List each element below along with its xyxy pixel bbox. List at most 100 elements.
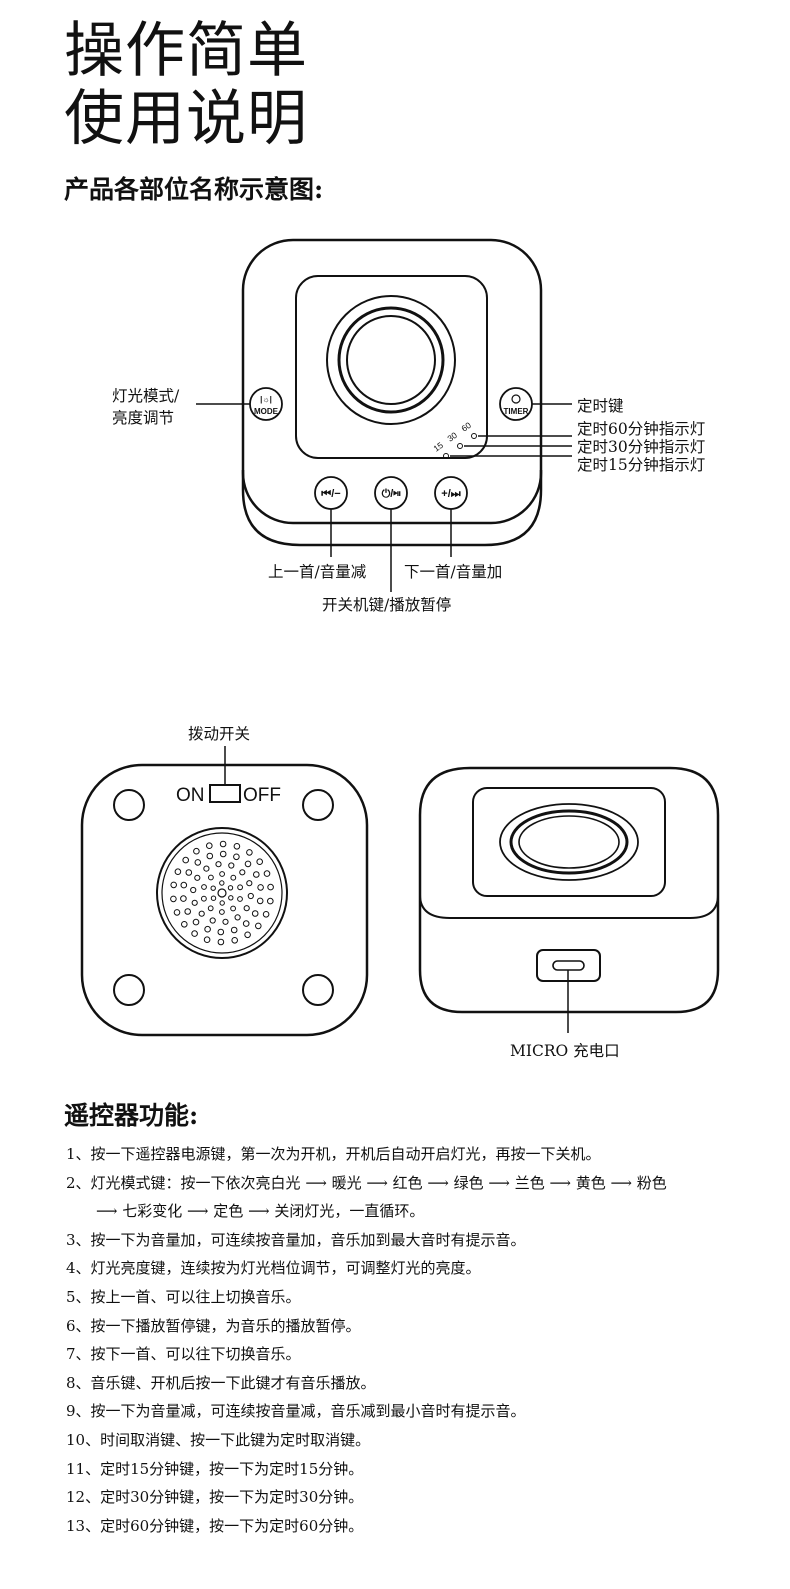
grille-hole [198, 910, 205, 917]
grille-hole [170, 881, 177, 889]
grille-hole [210, 885, 216, 891]
grille-hole [219, 850, 227, 858]
grille-hole [204, 925, 211, 933]
indicator-15-label: 15 [431, 440, 445, 454]
grille-hole [193, 847, 200, 855]
grille-hole [267, 883, 274, 891]
function-item: 11、定时15分钟键，按一下为定时15分钟。 [66, 1459, 364, 1478]
grille-center [217, 888, 227, 898]
function-item: 4、灯光亮度键，连续按为灯光档位调节，可调整灯光的亮度。 [66, 1259, 481, 1278]
function-item: 8、音乐键、开机后按一下此键才有音乐播放。 [66, 1373, 376, 1392]
function-item: 13、定时60分钟键，按一下为定时60分钟。 [66, 1516, 364, 1535]
timer15-indicator-label: 定时15分钟指示灯 [577, 456, 705, 474]
light-mode-label-line1: 灯光模式/ [112, 387, 180, 405]
bottom-view-speaker [80, 763, 369, 1037]
grille-hole [180, 881, 188, 889]
grille-hole [206, 842, 213, 850]
grille-hole [262, 911, 270, 918]
grille-hole [219, 909, 225, 915]
grille-hole [256, 897, 264, 905]
switch-on-label: ON [176, 785, 205, 806]
next-volume-up-button: +/⏭ [434, 476, 468, 510]
function-item: 10、时间取消键、按一下此键为定时取消键。 [66, 1430, 371, 1449]
mode-button-label: MODE [254, 407, 279, 416]
grille-hole [208, 874, 214, 881]
timer60-indicator-label: 定时60分钟指示灯 [577, 420, 705, 438]
prev-volume-down-label: 上一首/音量减 [268, 563, 367, 581]
grille-hole [194, 859, 202, 866]
grille-hole [181, 921, 188, 928]
grille-hole [263, 870, 271, 877]
grille-hole [210, 895, 217, 901]
timer30-indicator-label: 定时30分钟指示灯 [577, 438, 705, 456]
toggle-switch [209, 784, 241, 803]
indicator-60-label: 60 [459, 420, 473, 434]
grille-hole [252, 871, 260, 878]
grille-hole [203, 936, 211, 944]
light-mode-label-line2: 亮度调节 [112, 409, 174, 427]
switch-off-label: OFF [243, 785, 281, 806]
grille-hole [254, 922, 262, 930]
grille-hole [242, 920, 250, 927]
grille-hole [201, 895, 207, 902]
grille-hole [184, 908, 191, 915]
grille-hole [219, 871, 226, 877]
grille-hole [190, 886, 197, 894]
grille-hole [201, 884, 207, 890]
grille-hole [191, 930, 198, 937]
micro-usb-port [536, 949, 601, 982]
remote-functions-list: 1、按一下遥控器电源键，第一次为开机，开机后自动开启灯光，再按一下关机。 2、灯… [66, 1140, 756, 1540]
function-item: 3、按一下为音量加，可连续按音量加，音乐加到最大音时有提示音。 [66, 1230, 526, 1249]
grille-hole [230, 905, 237, 912]
svg-text:⏮/−: ⏮/− [321, 488, 340, 500]
side-view-speaker [418, 766, 720, 1014]
grille-hole [215, 861, 222, 868]
grille-hole [180, 895, 187, 902]
grille-hole [233, 853, 240, 861]
timer-button: TIMER [499, 387, 533, 421]
leader-lines [196, 403, 572, 592]
grille-hole [246, 880, 253, 887]
front-view-speaker [241, 238, 543, 547]
grille-hole [217, 928, 225, 936]
grille-hole [257, 884, 264, 891]
grille-hole [219, 900, 225, 906]
grille-hole [217, 938, 225, 946]
function-item: 2、灯光模式键：按一下依次亮白光 ⟶ 暖光 ⟶ 红色 ⟶ 绿色 ⟶ 兰色 ⟶ 黄… [66, 1173, 667, 1192]
function-item: 9、按一下为音量减，可连续按音量减，音乐减到最小音时有提示音。 [66, 1402, 526, 1421]
grille-hole [256, 858, 264, 866]
grille-hole [227, 885, 234, 891]
grille-hole [233, 843, 241, 850]
indicator-30-label: 30 [445, 430, 459, 444]
grille-hole [203, 865, 210, 872]
grille-hole [239, 869, 246, 876]
grille-hole [247, 892, 254, 900]
function-item: 12、定时30分钟键，按一下为定时30分钟。 [66, 1488, 364, 1507]
svg-text:|☼|: |☼| [260, 395, 272, 404]
toggle-switch-label: 拨动开关 [188, 725, 250, 743]
svg-text:+/⏭: +/⏭ [441, 488, 460, 500]
parts-diagram-heading: 产品各部位名称示意图: [64, 175, 324, 204]
grille-hole [219, 880, 225, 886]
timer-key-label: 定时键 [577, 397, 624, 415]
grille-hole [237, 884, 244, 891]
timer-indicators: 15 30 60 [431, 420, 477, 459]
grille-hole [234, 914, 241, 921]
grille-hole [192, 918, 200, 926]
grille-hole [231, 937, 238, 944]
grille-hole [173, 909, 181, 916]
grille-hole [185, 869, 193, 876]
grille-hole [207, 905, 214, 912]
grille-hole [222, 918, 229, 925]
grille-hole [243, 905, 250, 912]
function-item: 5、按上一首、可以往上切换音乐。 [66, 1287, 301, 1306]
grille-hole [206, 852, 214, 860]
power-play-button: ⏻/⏯ [374, 476, 408, 510]
function-item-continued: ⟶ 七彩变化 ⟶ 定色 ⟶ 关闭灯光，一直循环。 [96, 1202, 425, 1221]
page-title-line2: 使用说明 [64, 84, 308, 154]
grille-hole [244, 931, 251, 939]
speaker-grille [170, 840, 274, 946]
timer-button-label: TIMER [504, 407, 529, 416]
next-volume-up-label: 下一首/音量加 [404, 563, 502, 581]
function-item: 1、按一下遥控器电源键，第一次为开机，开机后自动开启灯光，再按一下关机。 [66, 1145, 601, 1163]
